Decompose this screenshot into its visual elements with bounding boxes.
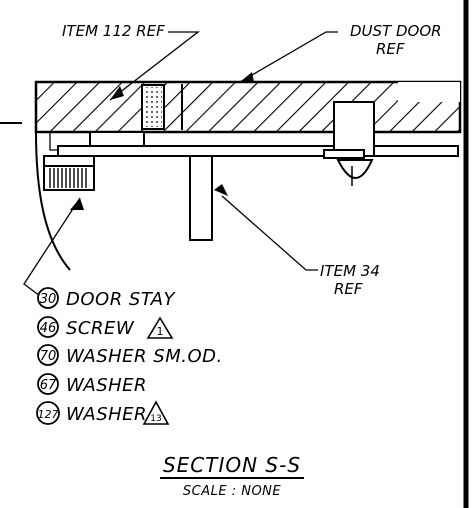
dust-door-ref-sub: REF — [376, 40, 405, 58]
callout-label: WASHER SM.OD. — [66, 346, 223, 367]
right-block — [333, 101, 375, 157]
callout-70: 70 WASHER SM.OD. — [37, 344, 223, 367]
door-stay-plate — [57, 145, 459, 157]
leader-item112 — [109, 31, 200, 101]
callout-number: 70 — [40, 349, 57, 364]
hatched-plate — [34, 80, 462, 134]
callout-127: 127 WASHER 13 — [36, 400, 170, 425]
leader-item34 — [221, 195, 318, 271]
housing-wall — [35, 131, 71, 271]
leader-dust-door — [239, 31, 338, 83]
dust-door-ref-label: DUST DOOR — [350, 22, 442, 40]
revision-flag-icon — [146, 316, 174, 339]
dome-fastener — [336, 159, 374, 179]
callout-label: WASHER — [66, 404, 147, 425]
revision-flag-icon — [142, 400, 170, 425]
callout-number: 30 — [40, 292, 57, 307]
callout-label: SCREW — [66, 318, 135, 339]
callout-label: WASHER — [66, 375, 147, 396]
item34-leg — [189, 155, 213, 241]
knurled-washer — [43, 155, 95, 167]
callout-number: 46 — [40, 321, 57, 336]
callout-46: 46 SCREW 1 — [37, 316, 174, 339]
item34-ref-label: ITEM 34 — [320, 262, 380, 280]
plate-end-block — [398, 82, 460, 102]
section-scale: SCALE : NONE — [183, 484, 282, 499]
revision-flag-number: 1 — [157, 325, 164, 338]
item34-ref-sub: REF — [334, 280, 363, 298]
callout-30: 30 DOOR STAY — [37, 287, 177, 310]
callout-number: 67 — [40, 378, 57, 393]
callout-number: 127 — [38, 408, 59, 421]
callout-label: DOOR STAY — [66, 289, 177, 310]
revision-flag-number: 13 — [150, 414, 161, 424]
leader-door-stay — [23, 197, 81, 297]
section-title: SECTION S-S — [163, 453, 301, 477]
item112-ref-label: ITEM 112 REF — [62, 22, 165, 40]
callout-67: 67 WASHER — [37, 373, 147, 396]
